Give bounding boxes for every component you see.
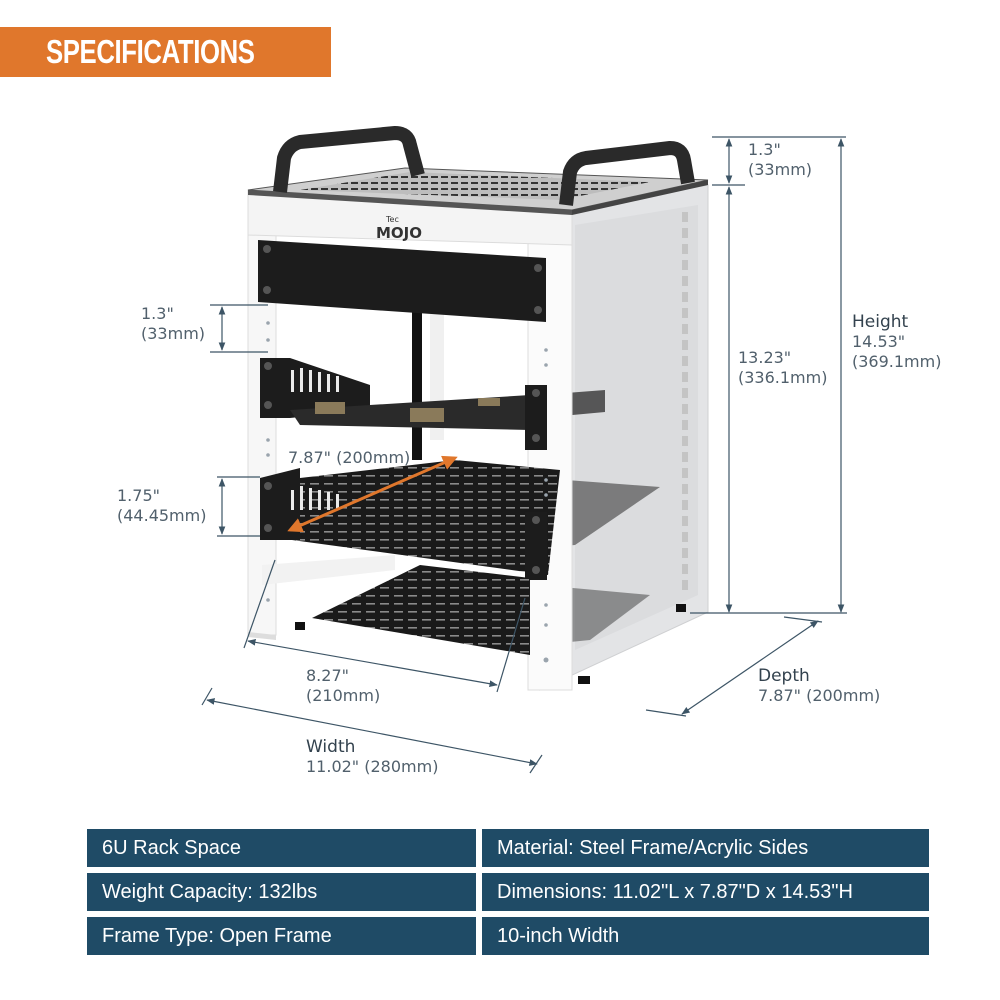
spec-frame-type: Frame Type: Open Frame xyxy=(87,917,476,955)
shelf-depth-arrow xyxy=(287,455,458,533)
handle-left xyxy=(273,126,425,193)
mounting-bracket-shelf xyxy=(260,358,547,450)
specifications-banner: SPECIFICATIONS xyxy=(0,27,331,77)
dimension-lines xyxy=(201,136,847,774)
unit-gap-label: 1.3" (33mm) xyxy=(141,304,206,343)
spec-material: Material: Steel Frame/Acrylic Sides xyxy=(482,829,929,867)
inner-width-label: 8.27" (210mm) xyxy=(306,666,381,705)
rack-cabinet-illustration: Tec MOJO xyxy=(201,126,847,774)
depth-label: Depth 7.87" (200mm) xyxy=(758,666,881,705)
shelf-depth-label: 7.87" (200mm) xyxy=(288,448,411,467)
acrylic-side-panel xyxy=(539,184,709,691)
svg-text:MOJO: MOJO xyxy=(376,224,422,242)
spec-dimensions: Dimensions: 11.02"L x 7.87"D x 14.53"H xyxy=(482,873,929,911)
svg-text:Tec: Tec xyxy=(385,215,399,224)
banner-title: SPECIFICATIONS xyxy=(46,33,255,70)
height-label: Height 14.53" (369.1mm) xyxy=(852,312,942,371)
bottom-shelf xyxy=(312,565,530,655)
top-clearance-label: 1.3" (33mm) xyxy=(748,140,813,179)
spec-width: 10-inch Width xyxy=(482,917,929,955)
specs-table: 6U Rack Space Material: Steel Frame/Acry… xyxy=(87,829,929,955)
inner-height-label: 13.23" (336.1mm) xyxy=(738,348,828,387)
spec-weight-capacity: Weight Capacity: 132lbs xyxy=(87,873,476,911)
unit-height-label: 1.75" (44.45mm) xyxy=(117,486,207,525)
handle-right xyxy=(559,141,695,206)
width-label: Width 11.02" (280mm) xyxy=(306,737,439,776)
spec-rack-space: 6U Rack Space xyxy=(87,829,476,867)
